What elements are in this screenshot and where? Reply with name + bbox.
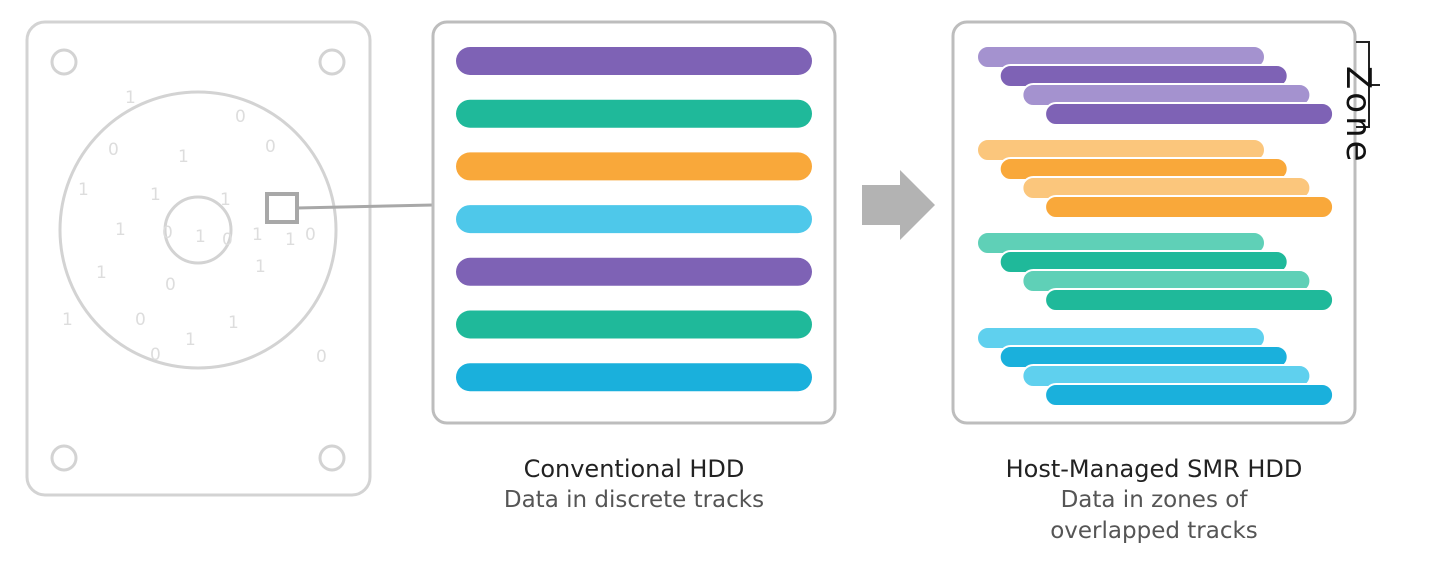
connector-line	[296, 203, 434, 210]
smr-subtitle-line1: Data in zones of	[1060, 487, 1248, 513]
screw-hole	[318, 48, 346, 76]
screw-hole	[318, 444, 346, 472]
binary-digit: 1	[195, 227, 206, 247]
binary-digit: 0	[305, 225, 316, 245]
shingled-track	[1044, 195, 1335, 219]
conventional-subtitle: Data in discrete tracks	[503, 487, 765, 513]
binary-digit: 0	[162, 223, 173, 243]
binary-digit: 0	[235, 107, 246, 127]
spindle	[163, 195, 233, 265]
smr-title: Host-Managed SMR HDD	[1005, 455, 1303, 483]
binary-digit: 0	[135, 310, 146, 330]
binary-digit: 1	[62, 310, 73, 330]
hdd-casing	[25, 20, 372, 497]
track	[456, 99, 812, 128]
binary-digit: 0	[165, 275, 176, 295]
shingled-track	[1044, 383, 1335, 407]
track	[456, 310, 812, 339]
binary-digit: 0	[265, 137, 276, 157]
screw-hole	[50, 48, 78, 76]
binary-digit: 0	[222, 230, 233, 250]
track	[456, 363, 812, 392]
binary-digit: 1	[255, 257, 266, 277]
binary-digit: 1	[252, 225, 263, 245]
conventional-caption: Conventional HDD Data in discrete tracks	[424, 454, 844, 516]
binary-digit: 0	[108, 140, 119, 160]
binary-digit: 1	[115, 220, 126, 240]
binary-digit: 1	[285, 230, 296, 250]
binary-digit: 1	[185, 330, 196, 350]
track	[456, 152, 812, 181]
screw-hole	[50, 444, 78, 472]
binary-digit: 1	[96, 263, 107, 283]
binary-digit: 1	[125, 88, 136, 108]
zone-bracket	[1356, 41, 1380, 128]
binary-digit: 0	[150, 345, 161, 365]
track	[456, 47, 812, 75]
shingled-track	[1044, 102, 1335, 126]
binary-digit: 1	[178, 147, 189, 167]
zone-label: Zone	[1338, 66, 1378, 165]
track	[456, 205, 812, 234]
platter	[58, 90, 338, 370]
binary-digit: 1	[78, 180, 89, 200]
binary-digit: 1	[150, 185, 161, 205]
binary-digit: 1	[228, 313, 239, 333]
conventional-title: Conventional HDD	[523, 455, 745, 483]
hdd-drive	[25, 20, 372, 497]
binary-digit: 1	[220, 190, 231, 210]
binary-digit: 0	[316, 347, 327, 367]
zoom-region-marker	[265, 192, 299, 224]
smr-tracks	[976, 45, 1335, 407]
arrow-right-icon	[862, 170, 935, 240]
shingled-track	[1044, 288, 1335, 312]
track	[456, 257, 812, 286]
conventional-tracks	[456, 47, 812, 392]
smr-subtitle-line2: overlapped tracks	[1050, 518, 1258, 544]
smr-caption: Host-Managed SMR HDD Data in zones of ov…	[944, 454, 1364, 547]
